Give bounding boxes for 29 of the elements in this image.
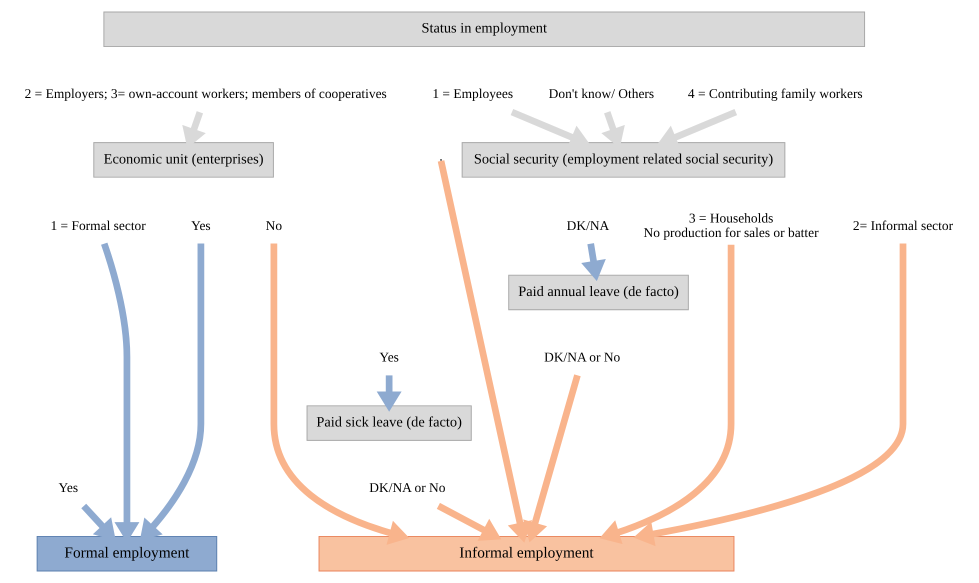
arrow xyxy=(436,502,501,541)
node-text: No xyxy=(265,218,282,233)
node-text: Yes xyxy=(378,349,398,364)
arrow xyxy=(270,244,409,545)
node-text: Don't know/ Others xyxy=(548,86,654,102)
arrow xyxy=(507,374,580,543)
node-text: DK/NA or No xyxy=(368,480,445,495)
node-box: Status in employment xyxy=(102,12,865,48)
node-box: Economic unit (enterprises) xyxy=(92,142,274,178)
node-text: 4 = Contributing family workers xyxy=(687,86,862,102)
node-text: DK/NA or No xyxy=(544,349,620,364)
node-text: 2 = Employers; 3= own-account workers; members of cooperatives xyxy=(24,86,386,102)
node-box: Formal employment xyxy=(36,536,217,572)
node-box: Paid sick leave (de facto) xyxy=(306,405,472,441)
arrow xyxy=(376,375,402,412)
arrow xyxy=(598,244,734,544)
arrow xyxy=(437,160,547,543)
node-box: Social security (employment related social security) xyxy=(461,142,785,178)
node-text: DK/NA xyxy=(566,218,609,233)
arrow xyxy=(580,243,606,282)
node-text: 1 = Formal sector xyxy=(50,218,146,233)
node-text: 2= Informal sector xyxy=(852,218,953,233)
node-box: Paid annual leave (de facto) xyxy=(508,274,688,310)
arrow xyxy=(632,244,906,546)
node-box: Informal employment xyxy=(318,536,734,572)
node-text: Yes xyxy=(190,218,210,233)
node-text: Yes xyxy=(58,480,78,495)
node-text: 3 = Households No production for sales or batter xyxy=(643,210,818,240)
node-text: 1 = Employees xyxy=(432,86,513,102)
